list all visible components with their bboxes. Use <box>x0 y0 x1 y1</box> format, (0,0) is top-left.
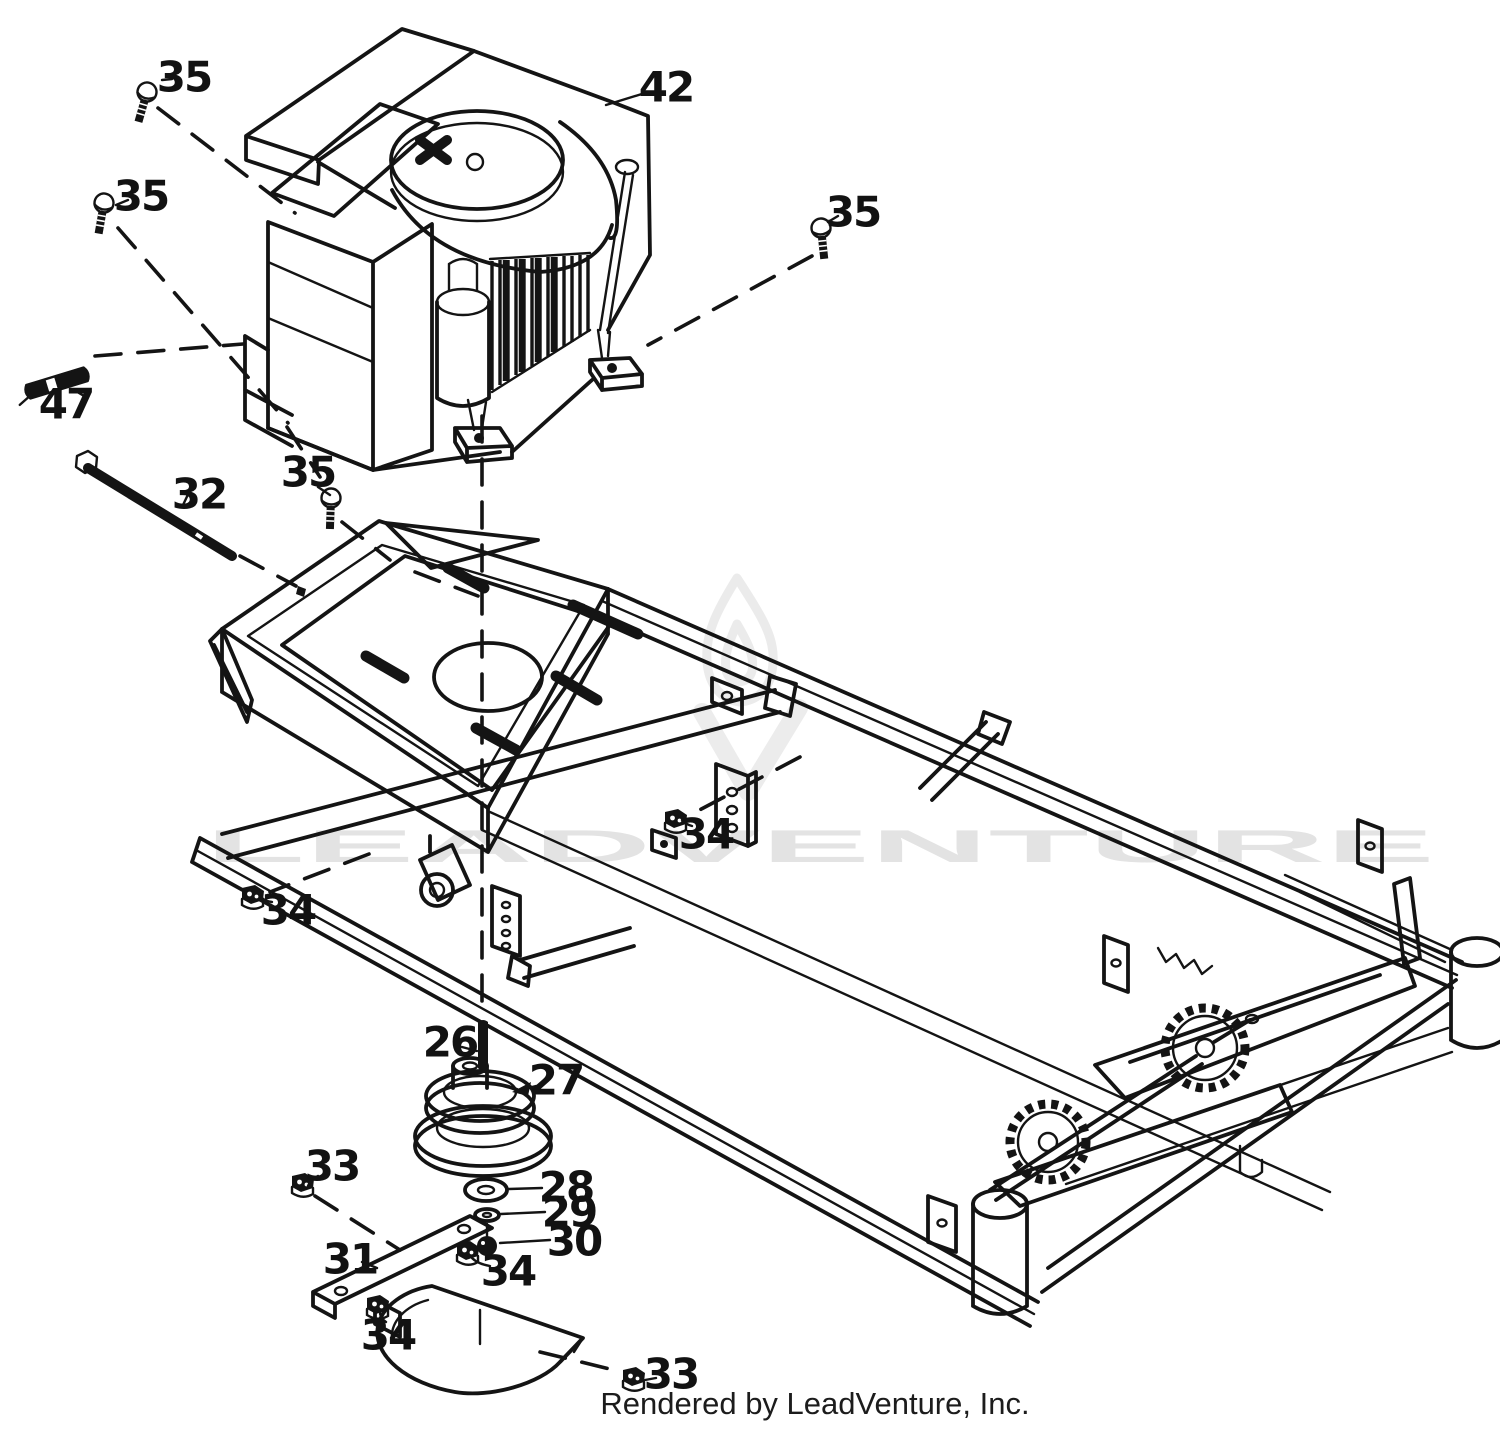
hardware <box>18 79 835 1392</box>
callout-label-32: 32 <box>172 470 226 519</box>
spring <box>1156 946 1214 976</box>
callout-label-42: 42 <box>639 63 693 112</box>
callout-label-33: 33 <box>305 1142 359 1191</box>
frame-right-end <box>971 873 1500 1316</box>
leadventure-watermark: LEADVENTURE <box>205 573 1435 872</box>
engine-mounting-tray <box>208 519 644 854</box>
callout-label-47: 47 <box>39 380 93 429</box>
hanger-bracket <box>418 834 472 908</box>
crankshaft-hole <box>432 641 544 713</box>
callout-label-27: 27 <box>529 1056 583 1105</box>
muffler <box>435 257 491 408</box>
frame-assembly <box>190 519 1500 1328</box>
support-rod-32 <box>74 449 237 561</box>
callout-label-34: 34 <box>481 1247 536 1296</box>
hook <box>1238 1144 1264 1179</box>
callout-label-34: 34 <box>261 886 316 935</box>
corner-post-top <box>1449 936 1500 968</box>
watermark-text: LEADVENTURE <box>205 820 1435 872</box>
callout-label-34: 34 <box>361 1311 416 1360</box>
frame-bracket-tabs <box>490 676 1384 1254</box>
callout-label-35: 35 <box>826 188 880 237</box>
recoil-screw-icon <box>415 135 452 165</box>
callout-label-29: 29 <box>542 1188 596 1237</box>
callout-label-28: 28 <box>539 1163 593 1212</box>
frame-rails <box>190 587 1464 1328</box>
leader-lines <box>72 77 840 1382</box>
callout-label-33: 33 <box>644 1350 698 1399</box>
callout-label-31: 31 <box>323 1235 377 1284</box>
clevis-pin <box>18 366 90 407</box>
cooling-fins <box>488 251 592 394</box>
callout-label-35: 35 <box>114 172 168 221</box>
engine-bolt <box>88 190 117 237</box>
lock-washer <box>473 1207 501 1223</box>
callout-label-35: 35 <box>281 448 335 497</box>
sprocket <box>1005 1099 1091 1185</box>
callout-label-35: 35 <box>157 53 211 102</box>
callout-label-30: 30 <box>547 1217 602 1266</box>
engine-assembly <box>243 27 652 472</box>
flat-washer <box>463 1177 509 1203</box>
idler-bracket <box>311 1214 494 1339</box>
belt-guard <box>375 1284 585 1396</box>
callout-label-34: 34 <box>679 810 734 859</box>
engine-bolt <box>128 79 160 126</box>
sprocket <box>1160 1003 1250 1093</box>
pulley-assembly <box>311 1020 585 1396</box>
footer-credit: Rendered by LeadVenture, Inc. <box>600 1386 1029 1421</box>
hitch-tab <box>1392 876 1422 966</box>
support-rod <box>598 170 635 335</box>
callout-label-26: 26 <box>423 1018 477 1067</box>
cross-members <box>220 674 1012 988</box>
engine-pulley <box>413 1056 553 1178</box>
watermark-flame-inner <box>721 619 758 687</box>
